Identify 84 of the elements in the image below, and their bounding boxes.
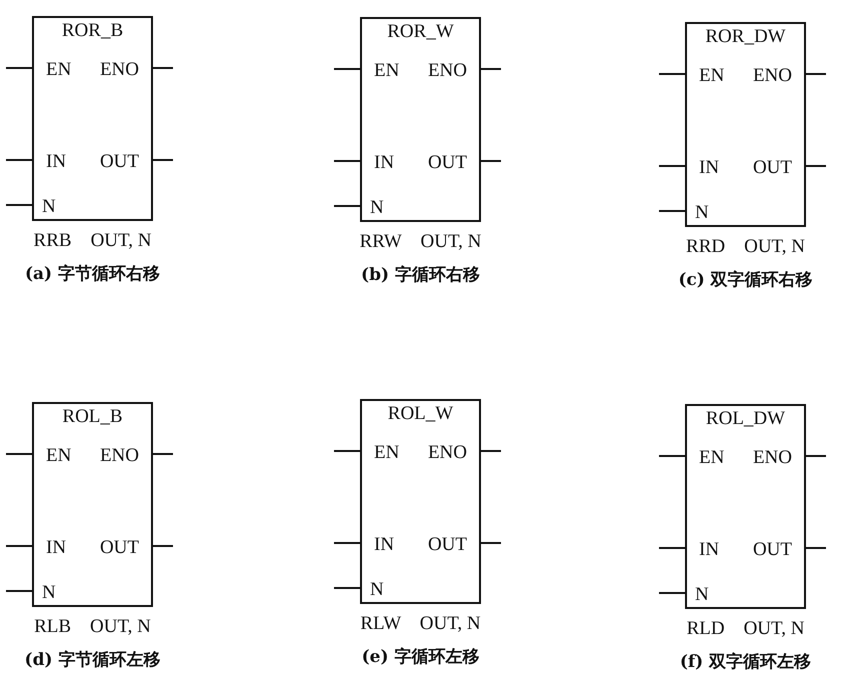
- pin-line: [806, 547, 826, 549]
- pin-label: EN: [46, 446, 72, 466]
- pin-line: [481, 450, 501, 452]
- pin-line: [481, 160, 501, 162]
- pin-line: [659, 592, 685, 594]
- pin-line: [659, 165, 685, 167]
- pin-line: [334, 587, 360, 589]
- panel-label: (b) 字循环右移: [360, 264, 481, 286]
- pin-label: IN: [374, 535, 394, 555]
- pin-label: ENO: [428, 61, 467, 81]
- pin-line: [659, 547, 685, 549]
- pin-label: N: [370, 198, 384, 218]
- pin-label: IN: [46, 538, 66, 558]
- pin-label: IN: [374, 153, 394, 173]
- function-block: [360, 17, 481, 222]
- pin-label: IN: [46, 152, 66, 172]
- pin-line: [334, 205, 360, 207]
- function-block: [32, 16, 153, 221]
- instruction-text: RLB OUT, N: [33, 616, 152, 638]
- pin-line: [334, 542, 360, 544]
- pin-label: OUT: [428, 153, 467, 173]
- pin-line: [659, 73, 685, 75]
- block-title: ROL_B: [61, 407, 124, 427]
- block-title: ROR_DW: [704, 27, 787, 47]
- panel-label: (d) 字节循环左移: [24, 649, 162, 671]
- pin-label: EN: [46, 60, 72, 80]
- function-block: [360, 399, 481, 604]
- pin-label: IN: [699, 540, 720, 560]
- pin-label: OUT: [752, 158, 792, 178]
- pin-label: ENO: [752, 448, 792, 468]
- pin-label: IN: [699, 158, 720, 178]
- pin-line: [6, 453, 32, 455]
- pin-line: [6, 590, 32, 592]
- pin-line: [153, 67, 173, 69]
- pin-line: [659, 455, 685, 457]
- pin-label: ENO: [752, 66, 792, 86]
- pin-line: [481, 68, 501, 70]
- block-title: ROR_W: [386, 22, 455, 42]
- pin-line: [6, 67, 32, 69]
- pin-label: N: [42, 197, 56, 217]
- instruction-text: RRW OUT, N: [358, 231, 482, 253]
- pin-line: [153, 453, 173, 455]
- pin-line: [806, 165, 826, 167]
- block-title: ROL_W: [386, 404, 454, 424]
- pin-line: [334, 160, 360, 162]
- panel-label: (f) 双字循环左移: [678, 651, 812, 673]
- pin-label: N: [42, 583, 56, 603]
- function-block: [685, 404, 806, 609]
- pin-line: [481, 542, 501, 544]
- pin-label: EN: [374, 61, 400, 81]
- pin-label: OUT: [100, 152, 139, 172]
- pin-label: EN: [699, 66, 724, 86]
- panel-label: (c) 双字循环右移: [677, 269, 814, 291]
- pin-label: OUT: [752, 540, 792, 560]
- pin-line: [659, 210, 685, 212]
- pin-label: ENO: [100, 446, 139, 466]
- pin-label: OUT: [428, 535, 467, 555]
- pin-label: N: [370, 580, 384, 600]
- pin-label: EN: [374, 443, 400, 463]
- instruction-text: RLW OUT, N: [359, 613, 482, 635]
- panel-label: (a) 字节循环右移: [24, 263, 162, 285]
- pin-label: N: [695, 585, 709, 605]
- pin-line: [334, 68, 360, 70]
- pin-label: ENO: [428, 443, 467, 463]
- panel-label: (e) 字循环左移: [360, 646, 480, 668]
- instruction-text: RRB OUT, N: [32, 230, 152, 252]
- pin-label: ENO: [100, 60, 139, 80]
- block-title: ROL_DW: [704, 409, 786, 429]
- pin-line: [6, 545, 32, 547]
- pin-line: [6, 159, 32, 161]
- pin-label: EN: [699, 448, 724, 468]
- instruction-text: RRD OUT, N: [685, 236, 806, 258]
- pin-line: [6, 204, 32, 206]
- pin-label: OUT: [100, 538, 139, 558]
- function-block: [685, 22, 806, 227]
- pin-line: [806, 73, 826, 75]
- pin-line: [153, 159, 173, 161]
- pin-line: [334, 450, 360, 452]
- block-title: ROR_B: [60, 21, 124, 41]
- pin-line: [806, 455, 826, 457]
- pin-label: N: [695, 203, 709, 223]
- instruction-text: RLD OUT, N: [686, 618, 806, 640]
- pin-line: [153, 545, 173, 547]
- function-block: [32, 402, 153, 607]
